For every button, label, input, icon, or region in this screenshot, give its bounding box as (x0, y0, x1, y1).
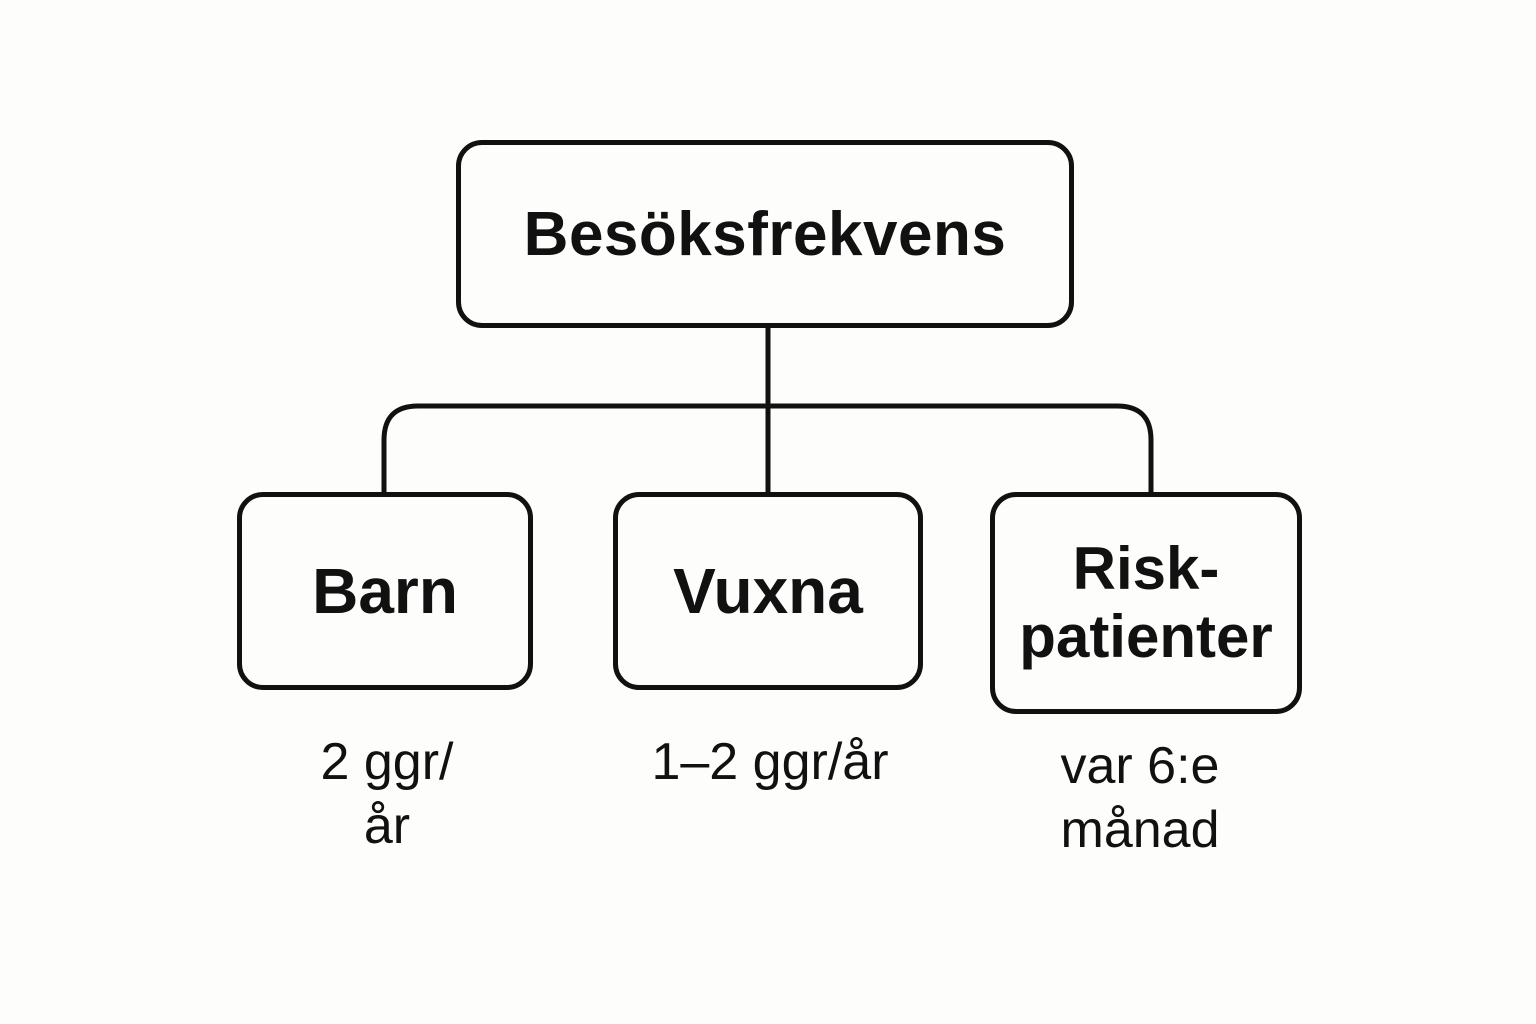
barn-frequency: 2 ggr/ år (237, 730, 537, 858)
risk-frequency-line-1: var 6:e (1060, 737, 1220, 795)
barn-frequency-line-1: 2 ggr/ (320, 733, 454, 791)
branch-line (381, 403, 1154, 495)
vuxna-frequency: 1–2 ggr/år (600, 730, 940, 794)
child-node-barn: Barn (237, 492, 533, 690)
risk-frequency-line-2: månad (1060, 801, 1220, 859)
child-node-riskpatienter: Risk- patienter (990, 492, 1302, 714)
vuxna-frequency-line-1: 1–2 ggr/år (651, 733, 889, 791)
root-label: Besöksfrekvens (523, 199, 1007, 269)
root-node-besoksfrekvens: Besöksfrekvens (456, 140, 1074, 328)
vuxna-label: Vuxna (673, 555, 863, 627)
risk-frequency: var 6:e månad (990, 734, 1290, 862)
barn-frequency-line-2: år (363, 797, 411, 855)
barn-label: Barn (312, 555, 458, 627)
risk-label-line-2: patienter (1019, 603, 1273, 670)
child-node-vuxna: Vuxna (613, 492, 923, 690)
risk-label-line-1: Risk- (1072, 535, 1220, 602)
